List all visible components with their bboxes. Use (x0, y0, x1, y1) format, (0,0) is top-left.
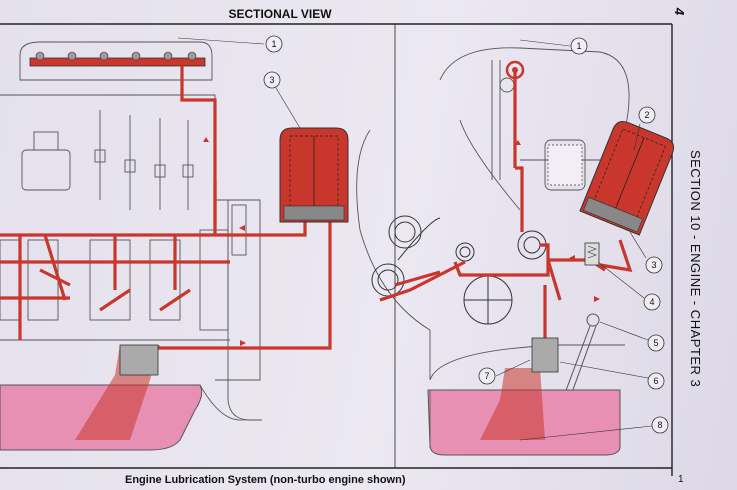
left-oil-sump (0, 344, 262, 451)
page-title: SECTIONAL VIEW (228, 7, 332, 21)
flow-arrows (203, 137, 600, 346)
left-oil-filter (279, 127, 349, 223)
callout-right-7: 7 (484, 371, 489, 381)
callout-left-1: 1 (271, 39, 276, 49)
callout-right-3: 3 (651, 260, 656, 270)
section-side-label: SECTION 10 - ENGINE - CHAPTER 3 (688, 150, 703, 388)
callout-right-1: 1 (576, 41, 581, 51)
right-rocker-oil-point (505, 60, 525, 80)
right-oil-sump (427, 337, 621, 456)
callout-right-6: 6 (653, 376, 658, 386)
callout-left-3: 3 (269, 75, 274, 85)
right-rocker-oil-dot (512, 67, 518, 73)
callout-right-5: 5 (653, 338, 658, 348)
right-callouts (478, 37, 669, 441)
page-frame (0, 23, 673, 476)
right-relief-valve (584, 242, 600, 266)
left-rocker-rail (29, 51, 206, 67)
callout-right-8: 8 (657, 420, 662, 430)
callout-right-2: 2 (644, 110, 649, 120)
page-number-bottom: 1 (678, 474, 684, 485)
figure-caption: Engine Lubrication System (non-turbo eng… (125, 474, 406, 486)
right-callout-numbers: 1 2 3 4 5 6 7 8 (484, 41, 662, 430)
left-callouts: 1 3 (177, 35, 301, 129)
left-oil-gallery (0, 66, 332, 350)
callout-right-4: 4 (649, 297, 654, 307)
right-engine-outline (356, 47, 630, 381)
right-oil-filter (579, 121, 675, 236)
